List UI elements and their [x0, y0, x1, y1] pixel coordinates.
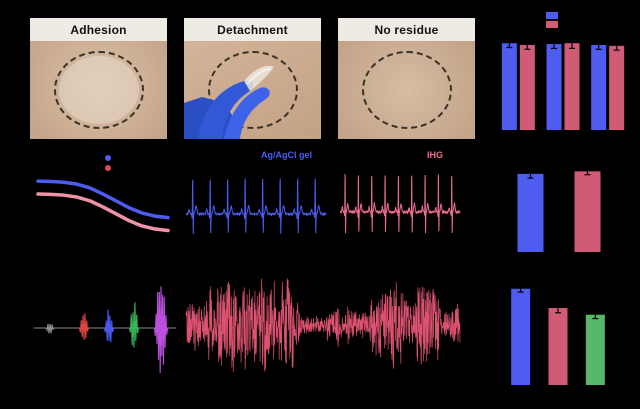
impedance-line-chart: [36, 155, 170, 233]
photo-no-residue-image: [338, 41, 475, 139]
muscle-signal-bar-chart: [511, 284, 605, 385]
photo-detachment-label: Detachment: [184, 18, 321, 41]
ecg-ihg-label: IHG: [426, 150, 443, 160]
ecg-agagcl-label: Ag/AgCl gel: [261, 150, 312, 160]
photo-adhesion-image: [30, 41, 167, 139]
photo-adhesion-label: Adhesion: [30, 18, 167, 41]
photo-no-residue-label: No residue: [338, 18, 475, 41]
dashed-outline-icon: [53, 51, 144, 129]
photo-detachment-image: [184, 41, 321, 139]
adhesion-strength-bar-chart: [501, 12, 625, 130]
dashed-outline-icon: [361, 51, 452, 129]
photo-no-residue: No residue: [338, 18, 475, 139]
emg-continuous-trace: [185, 278, 461, 372]
photo-detachment: Detachment: [184, 18, 321, 139]
gloved-hand-icon: [184, 65, 274, 139]
ecg-trace-ihg: [339, 174, 461, 234]
snr-bar-chart: [517, 167, 601, 252]
emg-force-burst-chart: [34, 286, 176, 373]
dashed-outline-icon: [207, 51, 298, 129]
ecg-trace-agagcl: [185, 178, 327, 235]
photo-adhesion: Adhesion: [30, 18, 167, 139]
